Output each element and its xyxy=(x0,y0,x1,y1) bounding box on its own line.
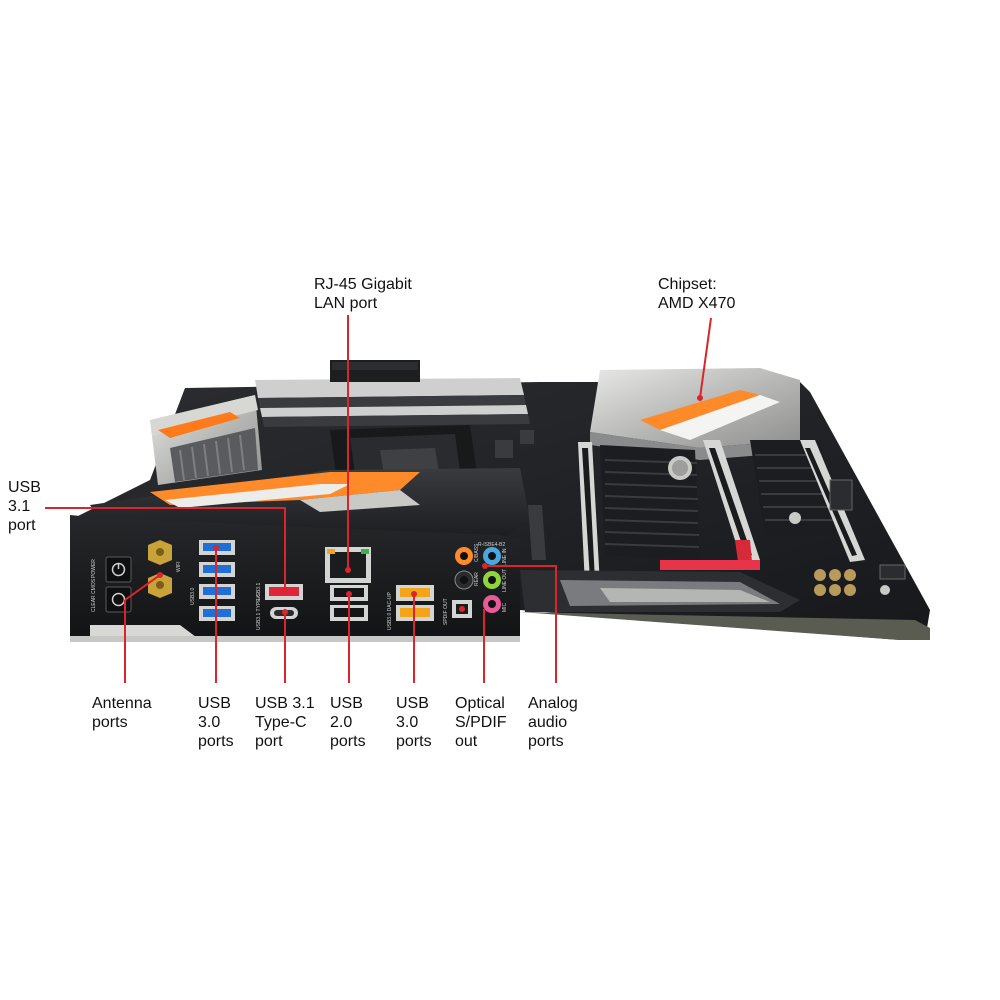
rgb-strip xyxy=(520,560,800,612)
label-rj45-lan: RJ-45 Gigabit LAN port xyxy=(314,276,412,312)
label-usb31-typec-port: USB 3.1 Type-C port xyxy=(255,695,315,750)
rear-text: REAR xyxy=(474,572,480,586)
m2-heatsinks xyxy=(600,440,840,560)
label-usb20-ports: USB 2.0 ports xyxy=(330,695,366,750)
board-components xyxy=(495,430,906,596)
label-usb31-port: USB 3.1 port xyxy=(8,479,41,534)
label-analog-audio: Analog audio ports xyxy=(528,695,578,750)
clear-cmos-text: CLEAR CMOS xyxy=(91,578,97,612)
label-usb30-ports-right: USB 3.0 ports xyxy=(396,695,432,750)
memory-slots xyxy=(255,360,530,427)
usb30-text: USB3.0 xyxy=(190,588,196,605)
label-antenna-ports: Antenna ports xyxy=(92,695,152,731)
label-optical-spdif: Optical S/PDIF out xyxy=(455,695,507,750)
cbass-text: C/BASS xyxy=(474,543,480,562)
dac-up-text: USB3.0 DAC-UP xyxy=(387,592,393,630)
usb31-text: USB3.1 xyxy=(256,583,262,600)
power-text: POWER xyxy=(91,559,97,578)
spdif-text: SPDIF OUT xyxy=(443,598,449,625)
io-shroud xyxy=(90,468,530,540)
usb31-typec-text: USB3.1 TYPE-C xyxy=(256,593,262,630)
mic-text: MIC xyxy=(502,602,508,612)
label-chipset: Chipset: AMD X470 xyxy=(658,276,736,312)
wifi-text: WIFI xyxy=(176,561,182,572)
label-usb30-ports-left: USB 3.0 ports xyxy=(198,695,234,750)
chipset-heatsink xyxy=(590,368,800,460)
leader-dots xyxy=(157,395,703,615)
power-button[interactable] xyxy=(105,556,132,583)
line-out-text: LINE OUT xyxy=(502,569,508,592)
analog-audio-jacks[interactable] xyxy=(454,547,501,613)
codec-text: R-ISBE4-B2 xyxy=(478,542,505,548)
vrm-heatsink xyxy=(150,395,262,485)
leader-lines xyxy=(45,315,712,683)
line-in-text: LINE IN xyxy=(502,548,508,566)
io-panel xyxy=(70,515,520,642)
